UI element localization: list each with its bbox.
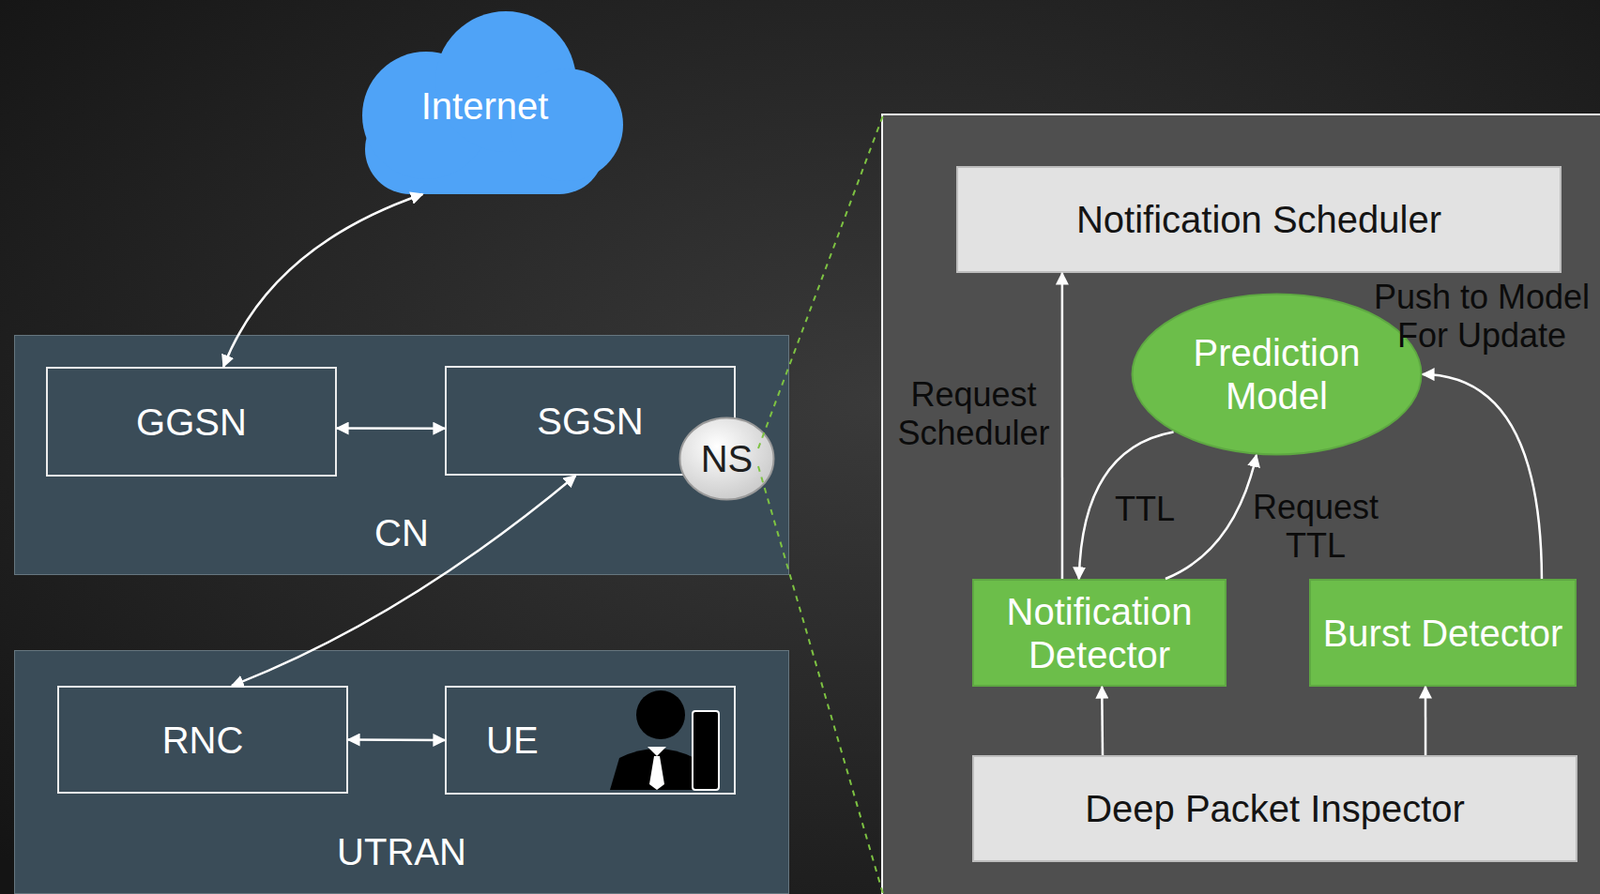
circle-outline: [680, 418, 775, 501]
connector-arrow: [1061, 273, 1065, 580]
edge-label-holder: Request TTL: [1246, 487, 1386, 566]
phone-icon: [692, 711, 719, 791]
zoom-line: [758, 466, 884, 894]
edge-label-holder: Push to Model For Update: [1370, 277, 1594, 356]
connector-arrow: [1165, 455, 1257, 580]
user-collar: [647, 746, 667, 757]
node-label: Internet: [421, 84, 549, 128]
network-node-box: RNC: [57, 685, 349, 794]
connector-arrow: [1424, 686, 1428, 756]
connector-arrow: [336, 426, 445, 430]
model-ellipse-shape: [1130, 292, 1423, 457]
user-head: [636, 690, 686, 740]
node-label: NS: [700, 437, 754, 481]
node-label: Prediction Model: [1178, 331, 1376, 418]
network-band: CN GGSN SGSN NS: [14, 335, 790, 576]
region-label: UTRAN: [336, 830, 467, 874]
network-cloud: Internet: [336, 10, 633, 195]
edge-label: Request TTL: [1246, 487, 1386, 566]
network-node-box: GGSN: [45, 366, 337, 477]
edge-label: Push to Model For Update: [1370, 277, 1594, 356]
component-box: Deep Packet Inspector: [972, 755, 1578, 863]
model-ellipse: Prediction Model: [1130, 292, 1423, 457]
node-label: Notification Detector: [981, 590, 1218, 677]
user-icon: [609, 690, 719, 791]
ellipse-outline: [1132, 294, 1422, 456]
connector-arrow: [223, 194, 423, 367]
cloud-shape: [362, 11, 624, 195]
edge-label: TTL: [1112, 489, 1178, 529]
detector-box: Notification Detector: [972, 579, 1227, 687]
node-label: Deep Packet Inspector: [1084, 787, 1465, 831]
user-tie: [649, 756, 665, 791]
component-box: Notification Scheduler: [956, 166, 1562, 274]
edge-label-holder: Request Scheduler: [891, 375, 1056, 454]
connector-arrow: [348, 738, 445, 742]
edge-label-holder: TTL: [1112, 489, 1178, 529]
connector-arrow: [231, 475, 577, 686]
node-label: Notification Scheduler: [1076, 198, 1442, 242]
connector-arrow: [1422, 374, 1542, 580]
node-label: UE: [486, 718, 539, 762]
detector-box: Burst Detector: [1309, 579, 1577, 687]
region-label: CN: [374, 511, 429, 555]
node-label: SGSN: [536, 399, 643, 443]
node-label: RNC: [162, 718, 244, 762]
ns-circle: NS: [678, 416, 776, 502]
node-label: Burst Detector: [1323, 611, 1564, 656]
zoom-line: [758, 115, 884, 449]
node-label: GGSN: [136, 400, 247, 444]
zoom-panel: [882, 114, 1600, 894]
edge-label: Request Scheduler: [891, 375, 1056, 454]
connector-arrow: [1100, 686, 1104, 756]
